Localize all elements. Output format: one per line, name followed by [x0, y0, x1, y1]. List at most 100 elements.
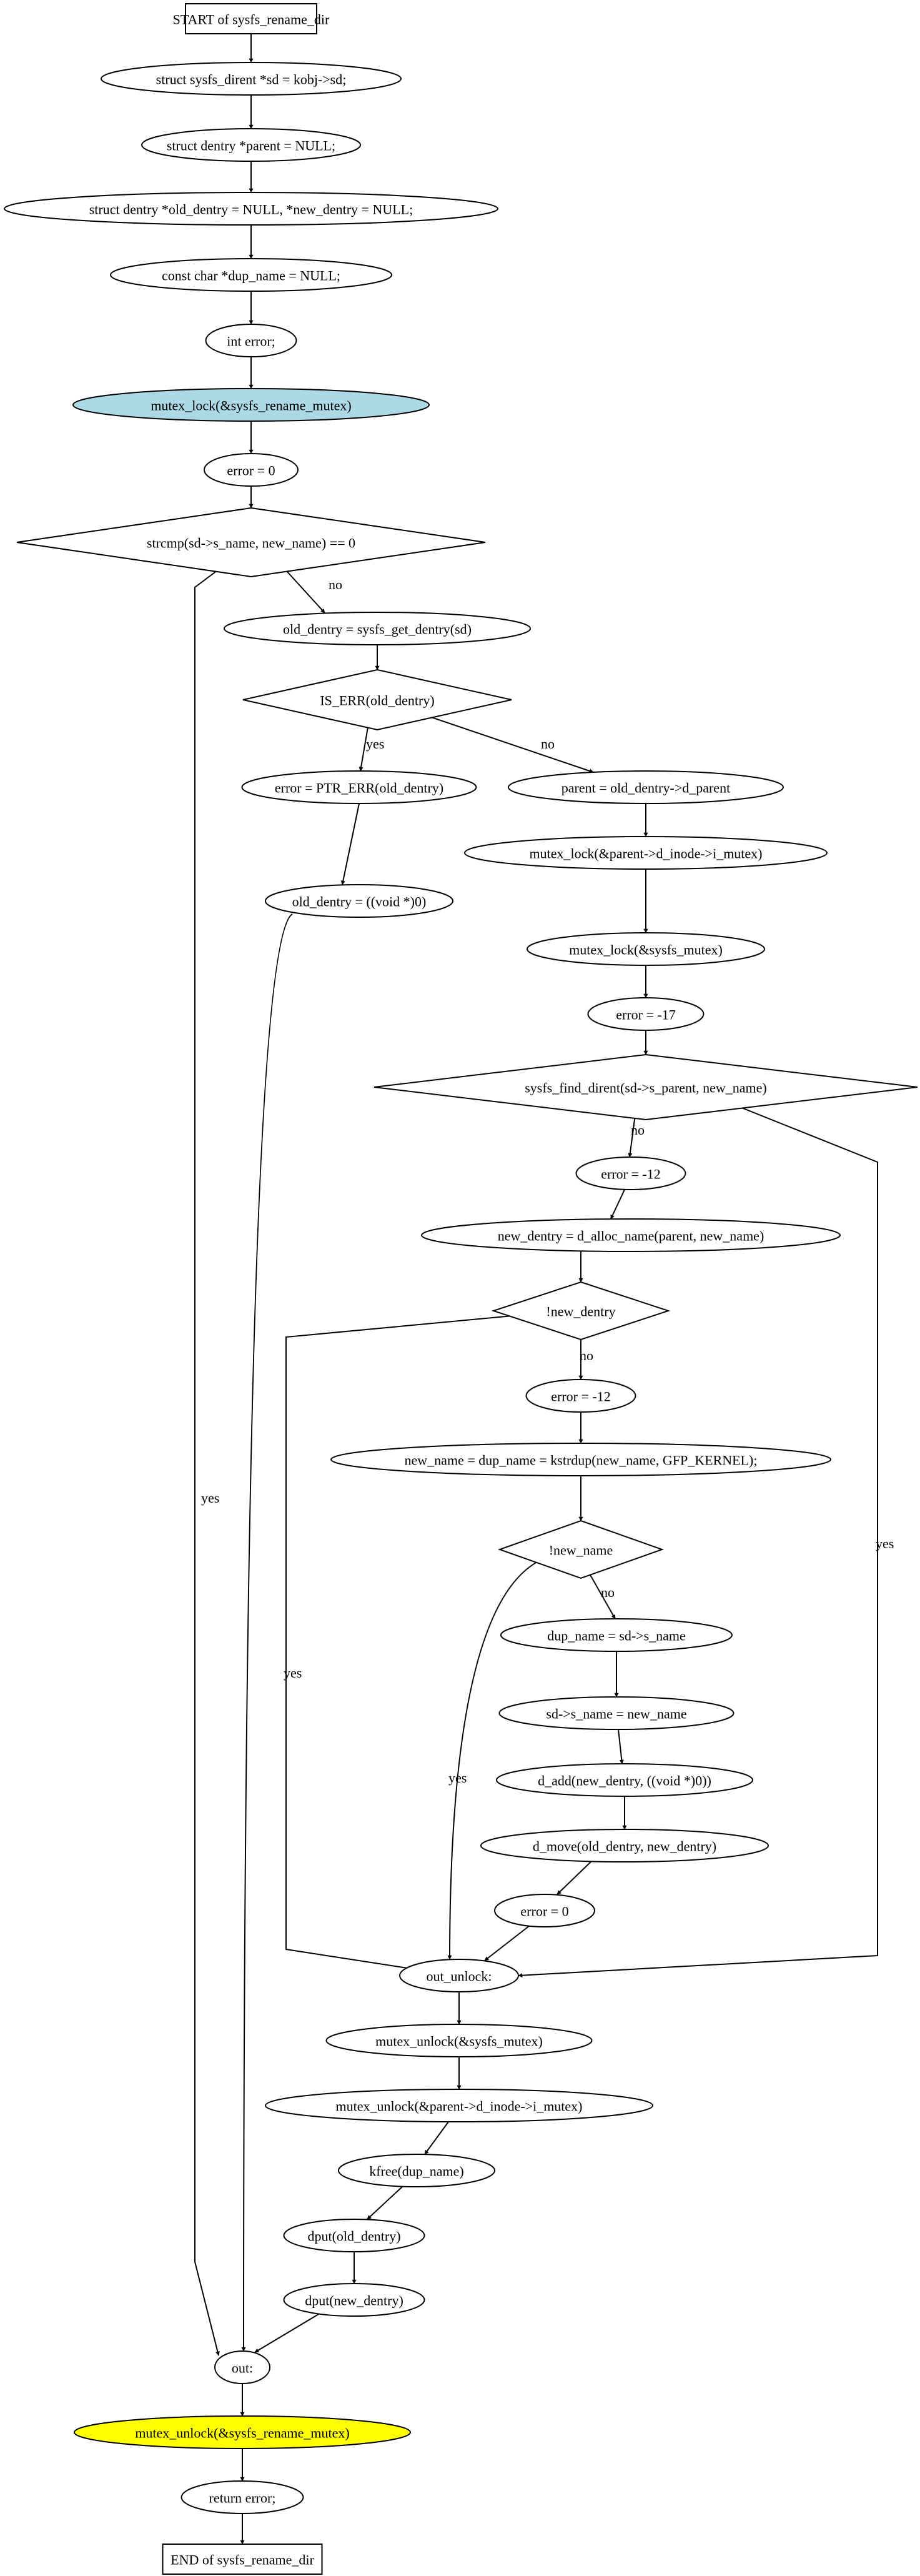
- node-label: sd->s_name = new_name: [546, 1706, 686, 1722]
- edge-d5-to-n19: [586, 1569, 616, 1619]
- edge-n15-to-n16: [610, 1189, 625, 1220]
- statement-ellipse: [575, 1156, 686, 1190]
- edge-d2-to-n11: [422, 714, 594, 773]
- edge-d4-to-n24: [285, 1313, 533, 1971]
- node-label: END of sysfs_rename_dir: [171, 2552, 314, 2568]
- edge-label-yes: yes: [876, 1536, 894, 1551]
- node-n26: mutex_unlock(&parent->d_inode->i_mutex): [265, 2089, 653, 2122]
- statement-ellipse: [399, 1959, 519, 1992]
- statement-ellipse: [494, 1894, 595, 1927]
- node-n3: struct dentry *old_dentry = NULL, *new_d…: [4, 192, 498, 226]
- statement-ellipse: [525, 1379, 636, 1413]
- edge-d1-to-n30: [194, 564, 225, 2356]
- statement-ellipse: [325, 2024, 593, 2057]
- box-shape: [185, 3, 317, 34]
- node-n28: dput(old_dentry): [283, 2219, 425, 2252]
- statement-ellipse: [283, 2219, 425, 2252]
- edge-d2-to-n9: [359, 723, 369, 772]
- edge-label-no: no: [580, 1348, 593, 1363]
- edge-d5-to-n24: [447, 1558, 544, 1960]
- statement-ellipse: [181, 2480, 304, 2514]
- decision-diamond: [373, 1053, 918, 1121]
- node-d3: sysfs_find_dirent(sd->s_parent, new_name…: [373, 1053, 918, 1121]
- statement-ellipse: [214, 2350, 270, 2384]
- node-n14: error = -17: [587, 997, 705, 1031]
- node-label: START of sysfs_rename_dir: [173, 12, 330, 27]
- statement-ellipse: [224, 612, 531, 645]
- node-label: strcmp(sd->s_name, new_name) == 0: [147, 535, 355, 551]
- node-label: mutex_unlock(&parent->d_inode->i_mutex): [335, 2099, 582, 2114]
- statement-ellipse: [241, 770, 477, 804]
- node-n22: d_move(old_dentry, new_dentry): [480, 1829, 769, 1862]
- node-n27: kfree(dup_name): [338, 2154, 495, 2187]
- edge-n27-to-n28: [367, 2186, 403, 2220]
- statement-ellipse: [496, 1763, 753, 1797]
- node-label: mutex_lock(&sysfs_rename_mutex): [151, 398, 351, 414]
- statement-ellipse: [265, 884, 453, 918]
- node-d4: !new_dentry: [491, 1281, 671, 1341]
- node-n5: int error;: [205, 324, 297, 357]
- statement-ellipse: [101, 62, 402, 96]
- node-label: d_add(new_dentry, ((void *)0)): [538, 1773, 711, 1789]
- node-n20: sd->s_name = new_name: [498, 1696, 735, 1730]
- statement-ellipse: [110, 258, 392, 292]
- node-n8: old_dentry = sysfs_get_dentry(sd): [224, 612, 531, 645]
- node-n9: error = PTR_ERR(old_dentry): [241, 770, 477, 804]
- node-label: error = -12: [551, 1389, 610, 1405]
- node-d1: strcmp(sd->s_name, new_name) == 0: [16, 507, 486, 578]
- node-n18: new_name = dup_name = kstrdup(new_name, …: [330, 1443, 831, 1476]
- node-label: new_dentry = d_alloc_name(parent, new_na…: [498, 1228, 764, 1244]
- node-label: old_dentry = ((void *)0): [292, 894, 427, 910]
- statement-ellipse: [464, 836, 828, 870]
- node-n2: struct dentry *parent = NULL;: [141, 128, 361, 162]
- edge-n23-to-n24: [484, 1925, 530, 1961]
- statement-ellipse: [205, 324, 297, 357]
- edge-n26-to-n27: [424, 2121, 449, 2155]
- node-label: error = -12: [601, 1166, 660, 1182]
- statement-ellipse: [480, 1829, 769, 1862]
- node-n13: mutex_lock(&sysfs_mutex): [527, 932, 765, 966]
- statement-ellipse: [500, 1618, 733, 1652]
- node-label: struct dentry *old_dentry = NULL, *new_d…: [89, 202, 413, 217]
- node-label: out:: [232, 2360, 253, 2376]
- node-label: struct dentry *parent = NULL;: [167, 138, 335, 154]
- edge-n20-to-n21: [618, 1729, 624, 1764]
- node-n21: d_add(new_dentry, ((void *)0)): [496, 1763, 753, 1797]
- node-label: d_move(old_dentry, new_dentry): [533, 1839, 716, 1854]
- edge-label-yes: yes: [448, 1770, 467, 1786]
- statement-ellipse: [72, 388, 430, 422]
- node-label: error = -17: [616, 1007, 675, 1023]
- node-d2: IS_ERR(old_dentry): [242, 669, 512, 731]
- statement-ellipse: [498, 1696, 735, 1730]
- node-label: int error;: [227, 334, 275, 349]
- node-n30: out:: [214, 2350, 270, 2384]
- node-start: START of sysfs_rename_dir: [173, 3, 330, 34]
- node-label: mutex_unlock(&sysfs_mutex): [375, 2034, 543, 2049]
- node-label: IS_ERR(old_dentry): [320, 693, 434, 709]
- statement-ellipse: [283, 2283, 425, 2317]
- edge-label-yes: yes: [366, 736, 384, 752]
- node-n23: error = 0: [494, 1894, 595, 1927]
- node-label: mutex_lock(&sysfs_mutex): [569, 942, 723, 958]
- node-label: dup_name = sd->s_name: [547, 1628, 686, 1644]
- statement-ellipse: [527, 932, 765, 966]
- node-label: new_name = dup_name = kstrdup(new_name, …: [405, 1453, 758, 1468]
- node-n15: error = -12: [575, 1156, 686, 1190]
- edge-label-yes: yes: [201, 1490, 219, 1506]
- node-n4: const char *dup_name = NULL;: [110, 258, 392, 292]
- statement-ellipse: [421, 1218, 841, 1252]
- node-label: dput(old_dentry): [307, 2229, 400, 2244]
- node-n32: return error;: [181, 2480, 304, 2514]
- node-n19: dup_name = sd->s_name: [500, 1618, 733, 1652]
- node-n1: struct sysfs_dirent *sd = kobj->sd;: [101, 62, 402, 96]
- edge-n10-to-n30: [241, 913, 293, 2352]
- node-n17: error = -12: [525, 1379, 636, 1413]
- edge-n9-to-n10: [340, 803, 360, 885]
- edge-n22-to-n23: [556, 1860, 593, 1895]
- node-label: !new_name: [549, 1543, 613, 1558]
- statement-ellipse: [330, 1443, 831, 1476]
- decision-diamond: [498, 1519, 664, 1579]
- edge-label-no: no: [329, 577, 342, 592]
